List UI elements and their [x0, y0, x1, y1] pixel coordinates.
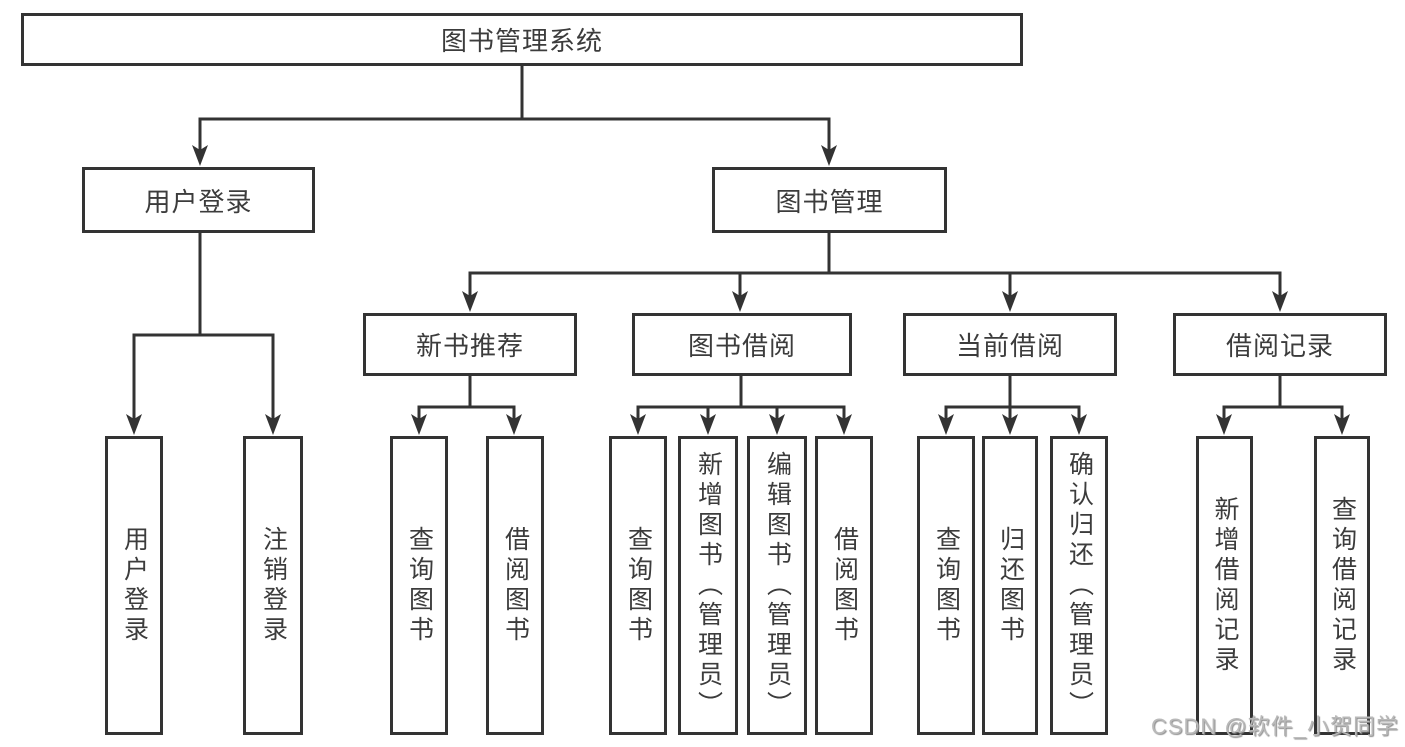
arrow-down-icon	[1071, 414, 1087, 435]
arrow-down-icon	[462, 291, 478, 312]
leaf-bb-query-books: 查询图书	[609, 436, 667, 735]
leaf-nbr-query-books: 查询图书	[390, 436, 448, 735]
arrow-down-icon	[1334, 414, 1350, 435]
arrow-down-icon	[938, 414, 954, 435]
wire-current-borrow-children	[944, 376, 1081, 419]
leaf-cb-return-books: 归还图书	[982, 436, 1038, 735]
node-user-login: 用户登录	[82, 167, 315, 233]
arrow-down-icon	[700, 414, 716, 435]
arrow-down-icon	[265, 414, 281, 435]
arrow-down-icon	[836, 414, 852, 435]
leaf-bb-edit-books-admin: 编辑图书（管理员）	[747, 436, 807, 735]
wire-new-book-rec-children	[417, 376, 516, 419]
wire-book-borrow-children	[636, 376, 846, 419]
arrow-down-icon	[126, 414, 142, 435]
arrow-down-icon	[411, 414, 427, 435]
node-new-book-rec: 新书推荐	[363, 313, 577, 376]
leaf-br-add-record: 新增借阅记录	[1196, 436, 1253, 735]
leaf-nbr-borrow-books: 借阅图书	[486, 436, 544, 735]
arrow-down-icon	[821, 145, 837, 166]
arrow-down-icon	[1002, 414, 1018, 435]
wire-root-to-level2	[198, 66, 831, 150]
leaf-user-login: 用户登录	[105, 436, 163, 735]
node-borrow-record: 借阅记录	[1173, 313, 1387, 376]
arrow-down-icon	[732, 291, 748, 312]
arrow-down-icon	[769, 414, 785, 435]
node-book-borrow: 图书借阅	[632, 313, 852, 376]
csdn-watermark: CSDN @软件_小贺同学	[1150, 714, 1399, 739]
arrow-down-icon	[1216, 414, 1232, 435]
leaf-bb-borrow-books: 借阅图书	[815, 436, 873, 735]
wire-user-login-children	[132, 233, 275, 419]
node-book-mgmt: 图书管理	[712, 167, 947, 233]
leaf-bb-add-books-admin: 新增图书（管理员）	[678, 436, 738, 735]
wire-borrow-record-children	[1222, 376, 1344, 419]
arrowheads	[126, 145, 1350, 435]
leaf-br-query-record: 查询借阅记录	[1314, 436, 1370, 735]
arrow-down-icon	[1002, 291, 1018, 312]
node-current-borrow: 当前借阅	[903, 313, 1117, 376]
node-root: 图书管理系统	[21, 13, 1023, 66]
arrow-down-icon	[506, 414, 522, 435]
leaf-cb-confirm-return-admin: 确认归还（管理员）	[1050, 436, 1108, 735]
leaf-cb-query-books: 查询图书	[917, 436, 975, 735]
arrow-down-icon	[192, 145, 208, 166]
leaf-logout: 注销登录	[243, 436, 303, 735]
arrow-down-icon	[630, 414, 646, 435]
arrow-down-icon	[1272, 291, 1288, 312]
wire-book-mgmt-children	[468, 233, 1282, 296]
